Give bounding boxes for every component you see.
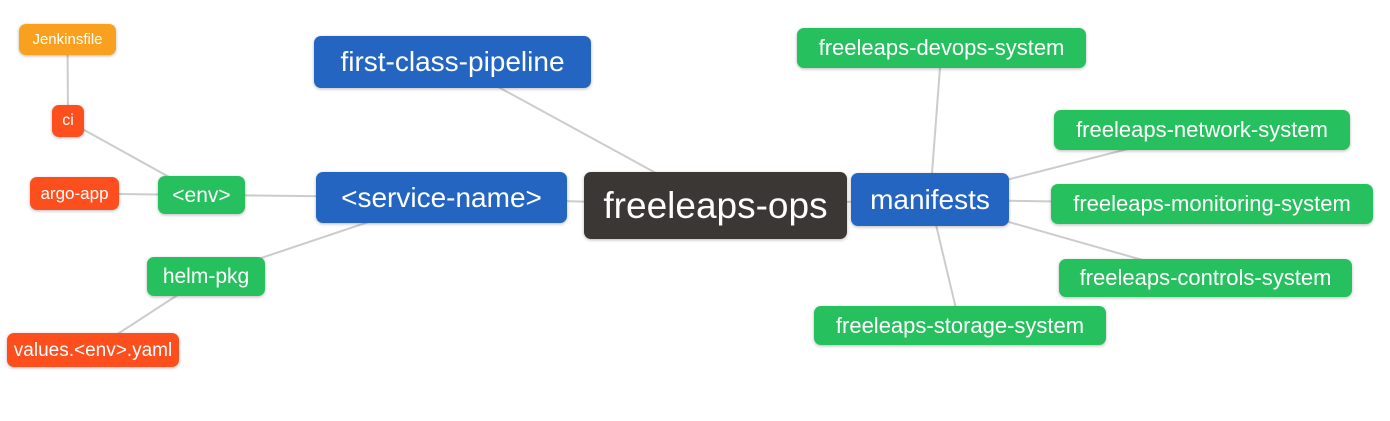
node-label: freeleaps-storage-system	[835, 312, 1085, 338]
node-label: <env>	[172, 183, 231, 207]
node-env[interactable]: <env>	[158, 176, 245, 214]
node-label: freeleaps-devops-system	[818, 35, 1065, 60]
node-label: first-class-pipeline	[340, 46, 565, 77]
node-label: manifests	[870, 183, 990, 215]
node-label: freeleaps-monitoring-system	[1073, 191, 1351, 216]
node-storage-system[interactable]: freeleaps-storage-system	[814, 306, 1106, 345]
node-service-name[interactable]: <service-name>	[316, 172, 567, 223]
node-monitoring-system[interactable]: freeleaps-monitoring-system	[1051, 184, 1373, 224]
node-manifests[interactable]: manifests	[851, 173, 1009, 226]
node-devops-system[interactable]: freeleaps-devops-system	[797, 28, 1086, 68]
node-argo-app[interactable]: argo-app	[30, 177, 119, 210]
node-label: freeleaps-network-system	[1076, 117, 1328, 142]
node-label: argo-app	[40, 184, 109, 203]
node-label: freeleaps-controls-system	[1079, 265, 1332, 290]
node-jenkinsfile[interactable]: Jenkinsfile	[19, 24, 116, 55]
node-label: freeleaps-ops	[603, 185, 828, 226]
node-label: Jenkinsfile	[32, 31, 103, 48]
node-controls-system[interactable]: freeleaps-controls-system	[1059, 259, 1352, 297]
node-label: helm-pkg	[162, 265, 250, 288]
node-ci[interactable]: ci	[52, 105, 84, 137]
node-label: <service-name>	[341, 181, 542, 213]
node-label: values.<env>.yaml	[13, 339, 173, 361]
node-first-class-pipeline[interactable]: first-class-pipeline	[314, 36, 591, 88]
node-values-env-yaml[interactable]: values.<env>.yaml	[7, 333, 179, 367]
node-freeleaps-ops[interactable]: freeleaps-ops	[584, 172, 847, 239]
node-helm-pkg[interactable]: helm-pkg	[147, 257, 265, 296]
node-label: ci	[62, 112, 74, 129]
node-network-system[interactable]: freeleaps-network-system	[1054, 110, 1350, 150]
